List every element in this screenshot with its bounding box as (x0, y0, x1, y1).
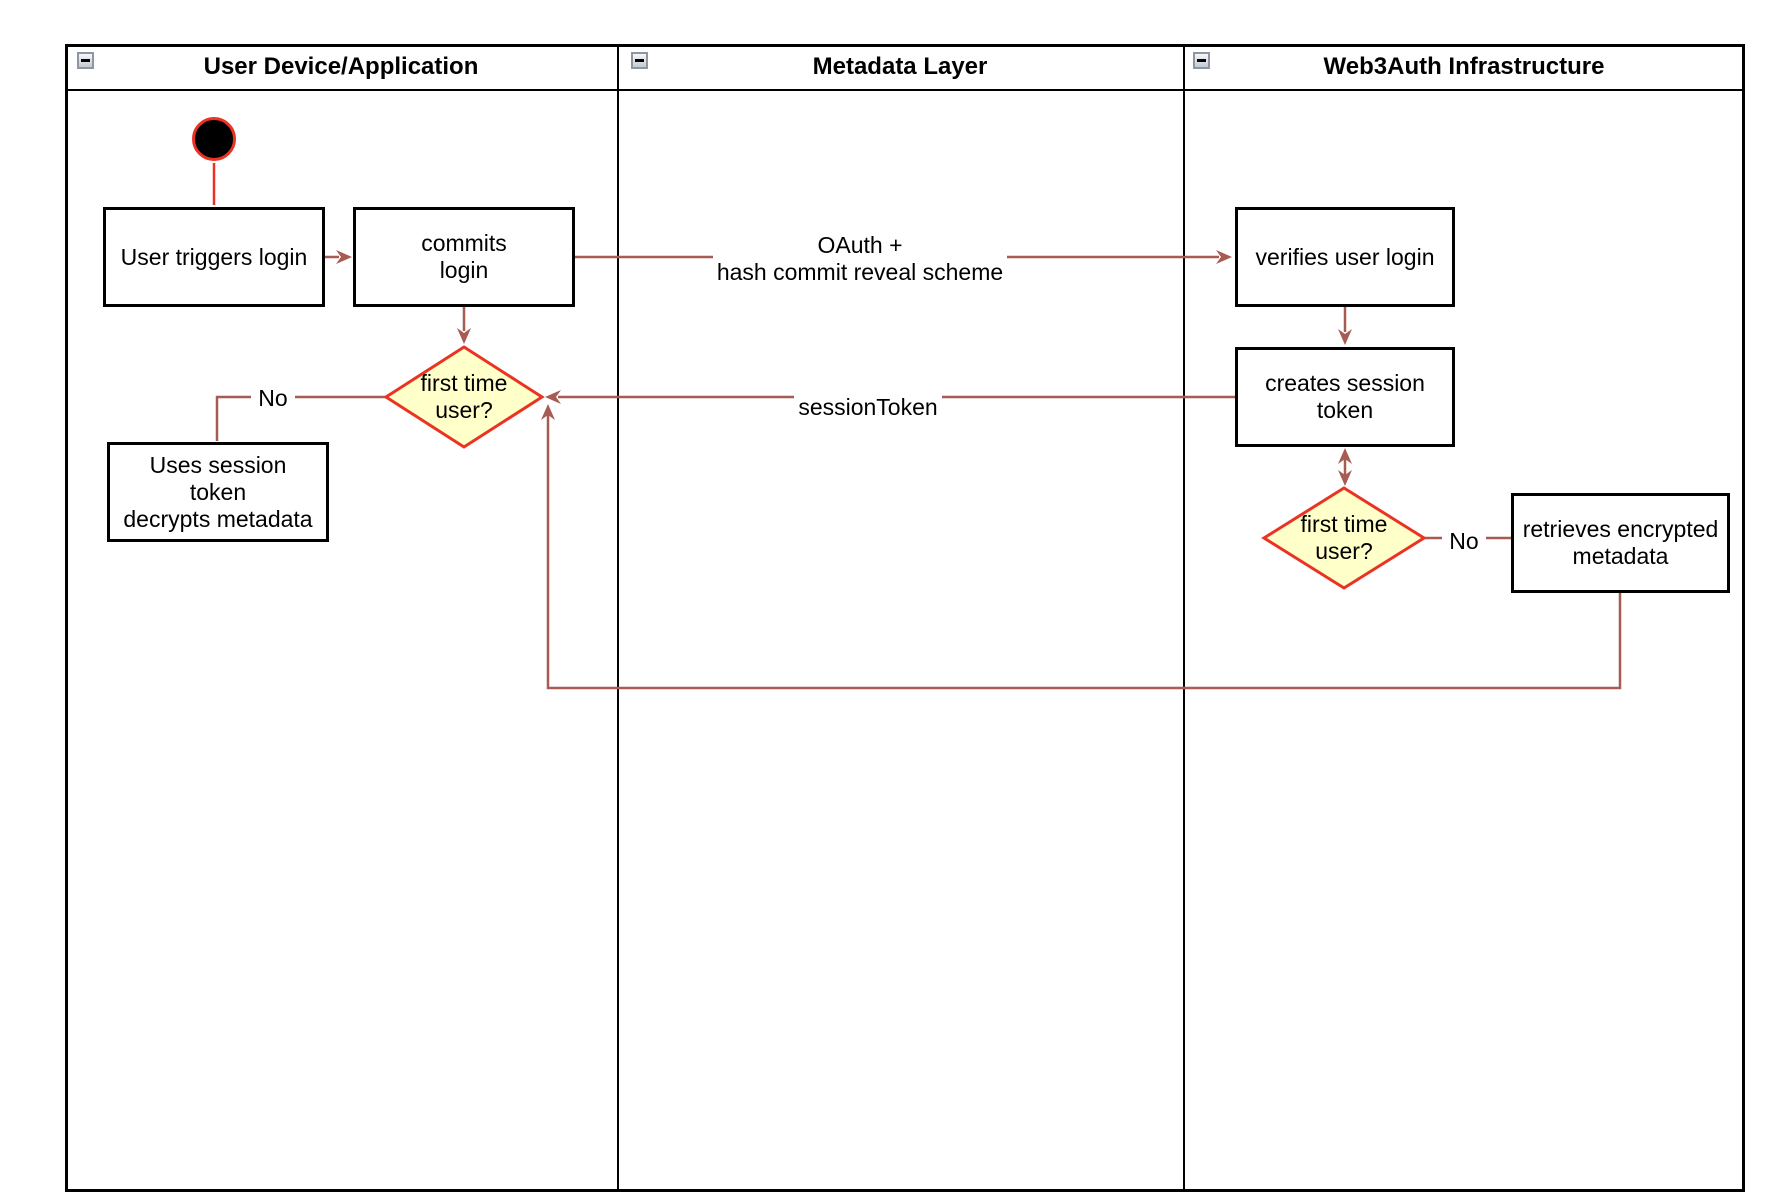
edge-label-no-right: No (1442, 527, 1486, 556)
node-label: retrieves encrypted metadata (1522, 516, 1719, 569)
lane-header-separator (65, 89, 1745, 91)
minus-icon (81, 59, 90, 62)
lane-title-web3auth-infrastructure: Web3Auth Infrastructure (1323, 53, 1605, 80)
start-node[interactable] (192, 117, 236, 161)
decision-label-left: first time user? (420, 370, 508, 423)
node-retrieves-encrypted-metadata[interactable]: retrieves encrypted metadata (1511, 493, 1730, 593)
collapse-lane-web3auth-button[interactable] (1193, 52, 1210, 69)
node-commits-login[interactable]: commits login (353, 207, 575, 307)
node-user-triggers-login[interactable]: User triggers login (103, 207, 325, 307)
minus-icon (1197, 59, 1206, 62)
node-label: verifies user login (1255, 243, 1435, 270)
node-label: commits login (421, 230, 507, 283)
minus-icon (635, 59, 644, 62)
node-label: User triggers login (120, 243, 308, 270)
decision-label-right: first time user? (1300, 511, 1388, 564)
lane-title-user-device: User Device/Application (203, 53, 479, 80)
node-uses-session-token[interactable]: Uses session token decrypts metadata (107, 442, 329, 542)
node-label: creates session token (1265, 370, 1425, 423)
collapse-lane-user-device-button[interactable] (77, 52, 94, 69)
collapse-lane-metadata-layer-button[interactable] (631, 52, 648, 69)
lane-divider-1 (617, 44, 619, 1192)
lane-divider-2 (1183, 44, 1185, 1192)
node-label: Uses session token decrypts metadata (123, 451, 313, 532)
node-verifies-user-login[interactable]: verifies user login (1235, 207, 1455, 307)
node-creates-session-token[interactable]: creates session token (1235, 347, 1455, 447)
edge-label-oauth: OAuth + hash commit reveal scheme (713, 231, 1007, 287)
edge-label-session-token: sessionToken (794, 393, 942, 422)
lane-title-metadata-layer: Metadata Layer (812, 53, 988, 80)
edge-label-no-left: No (251, 384, 295, 413)
